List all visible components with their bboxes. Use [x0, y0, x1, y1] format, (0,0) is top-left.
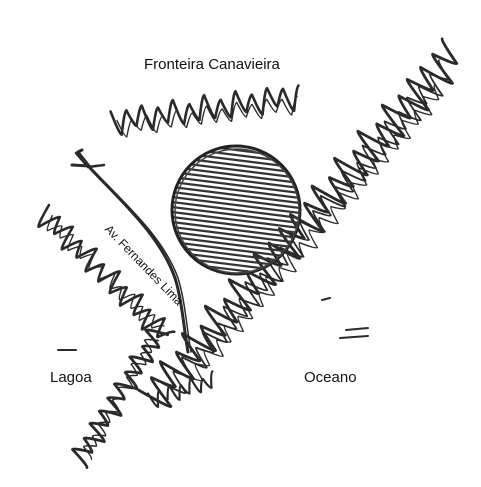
- hatch-line: [156, 120, 316, 140]
- label-lagoa: Lagoa: [50, 369, 92, 386]
- hatch-line: [156, 150, 316, 170]
- hatch-line: [156, 140, 316, 160]
- ocean-mark: [58, 298, 368, 350]
- label-oceano: Oceano: [304, 369, 357, 386]
- hatch-line: [156, 125, 316, 145]
- lower-left-scribble-inner: [84, 340, 159, 460]
- hatch-line: [156, 155, 316, 175]
- label-fronteira-canavieira: Fronteira Canavieira: [144, 56, 280, 73]
- central-hatched-circle: [156, 120, 316, 300]
- hatch-line: [156, 145, 316, 165]
